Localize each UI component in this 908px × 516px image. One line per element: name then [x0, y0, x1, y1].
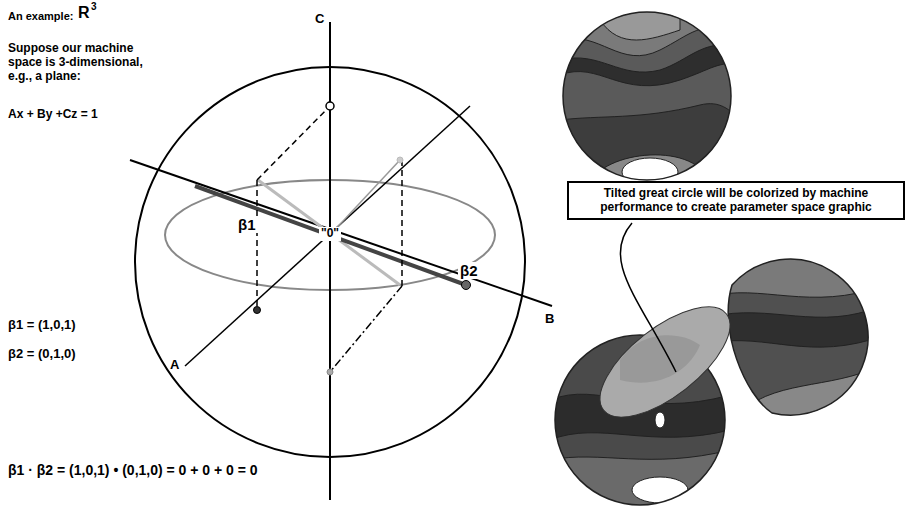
heading-symbol: R	[78, 4, 90, 22]
title: An example:	[8, 10, 73, 23]
parameter-sphere	[560, 10, 740, 186]
equation: Ax + By +Cz = 1	[8, 108, 98, 122]
vector-value: β1 = (1,0,1)	[8, 318, 76, 333]
origin-label: "0"	[319, 227, 341, 241]
superscript: 3	[91, 1, 97, 13]
dot-product: β1 · β2 = (1,0,1) • (0,1,0) = 0 + 0 + 0 …	[8, 462, 258, 478]
callout-text: Tilted great circle will be colorized by…	[569, 183, 903, 218]
note: Suppose our machine space is 3-dimension…	[8, 42, 158, 83]
leader-line	[620, 223, 676, 372]
half-sphere	[550, 287, 747, 510]
vector-value: β2 = (0,1,0)	[8, 347, 76, 362]
vector-label: β1	[236, 216, 258, 233]
vector-label: β2	[458, 262, 480, 279]
callout-box: Tilted great circle will be colorized by…	[567, 181, 905, 220]
axis-label: B	[545, 312, 554, 327]
sphere-sketch	[130, 22, 552, 500]
axis-label: C	[313, 12, 326, 27]
axis-label: A	[170, 358, 179, 373]
